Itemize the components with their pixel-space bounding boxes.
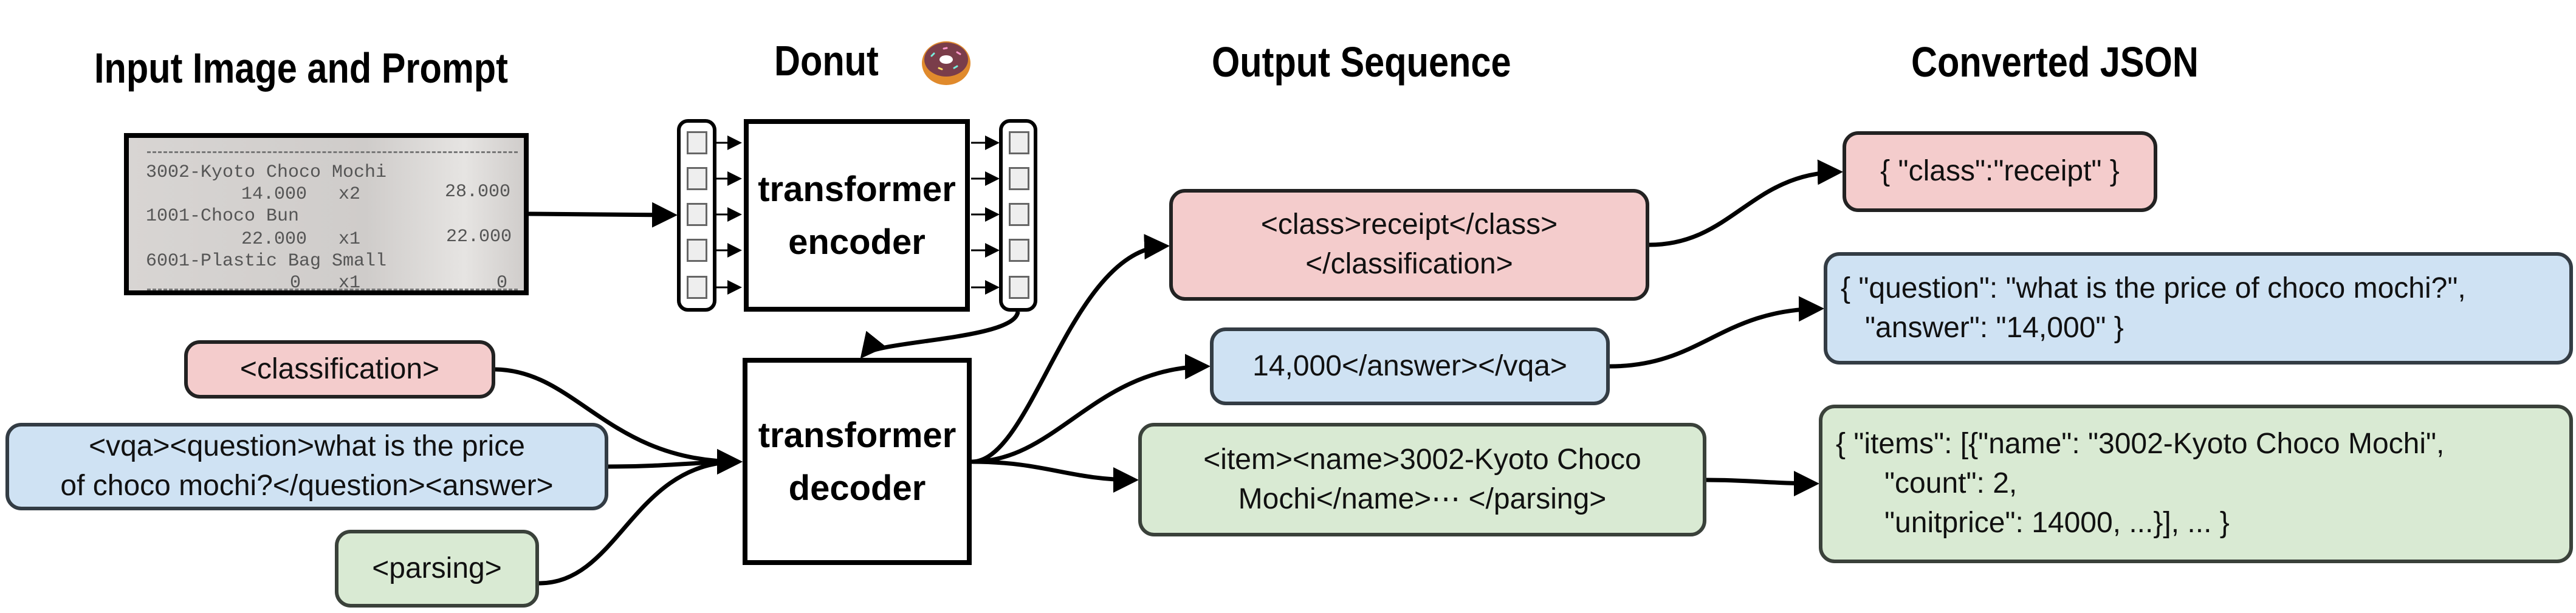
arrow-decoder-to-vqa-output: [971, 354, 1211, 464]
arrow-encoder-to-decoder: [860, 310, 1020, 359]
token-square: [1009, 203, 1029, 226]
transformer-encoder: transformer encoder: [744, 119, 970, 312]
arrow-image-to-encoder: [528, 202, 678, 228]
json-text: { "class":"receipt" }: [1880, 155, 2120, 188]
encoder-label-line: encoder: [788, 222, 926, 262]
title-donut-text: Donut: [774, 37, 879, 84]
output-classification: <class>receipt</class> </classification>: [1169, 189, 1649, 301]
token-square: [687, 239, 707, 262]
output-text: Mochi</name>⋯ </parsing>: [1238, 482, 1607, 515]
decoder-label-line: transformer: [758, 415, 957, 455]
token-square: [1009, 131, 1029, 154]
title-input: Input Image and Prompt: [94, 44, 508, 92]
output-text: 14,000</answer></vqa>: [1252, 349, 1567, 382]
json-parsing: { "items": [{"name": "3002-Kyoto Choco M…: [1819, 405, 2573, 563]
receipt-dash: [147, 151, 518, 153]
json-text: "unitprice": 14000, ...}], ... }: [1836, 506, 2230, 539]
receipt-qty: x1: [338, 229, 361, 250]
receipt-total: 22.000: [446, 227, 512, 247]
title-donut: Donut: [774, 36, 879, 85]
receipt-line: 6001-Plastic Bag Small: [146, 251, 387, 272]
prompt-text: <classification>: [239, 352, 440, 385]
transformer-decoder: transformer decoder: [743, 358, 972, 565]
output-text: <item><name>3002-Kyoto Choco: [1203, 443, 1641, 476]
token-square: [1009, 239, 1029, 262]
prompt-classification: <classification>: [184, 340, 495, 399]
token-square: [687, 276, 707, 299]
json-vqa: { "question": "what is the price of choc…: [1824, 252, 2573, 365]
arrow-classification-prompt: [495, 367, 743, 474]
receipt-price: 0: [290, 273, 301, 293]
receipt-image: 3002-Kyoto Choco Mochi 14.000 x2 28.000 …: [124, 133, 529, 295]
receipt-dash: [147, 289, 518, 290]
token-square: [1009, 167, 1029, 190]
arrow-decoder-to-parsing-output: [971, 459, 1139, 493]
output-vqa: 14,000</answer></vqa>: [1210, 327, 1610, 405]
receipt-price: 22.000: [241, 229, 307, 250]
receipt-line: 1001-Choco Bun: [146, 206, 300, 227]
receipt-price: 14.000: [241, 184, 307, 205]
prompt-parsing: <parsing>: [335, 530, 539, 608]
receipt-total: 28.000: [445, 182, 511, 202]
output-text: </classification>: [1305, 248, 1513, 280]
title-output: Output Sequence: [1212, 38, 1511, 86]
token-square: [687, 167, 707, 190]
arrow-decoder-to-class-output: [971, 234, 1170, 464]
prompt-text: <parsing>: [372, 552, 502, 584]
encoder-output-tokens: [999, 119, 1037, 312]
json-text: "count": 2,: [1836, 467, 2018, 500]
encoder-label-line: transformer: [758, 169, 956, 209]
receipt-line: 3002-Kyoto Choco Mochi: [146, 162, 387, 183]
output-text: <class>receipt</class>: [1260, 208, 1558, 241]
title-json: Converted JSON: [1911, 38, 2199, 86]
prompt-vqa: <vqa><question>what is the price of choco…: [5, 423, 608, 510]
receipt-total: 0: [496, 273, 508, 293]
arrow-vqa-to-json: [1609, 296, 1824, 369]
receipt-qty: x2: [338, 184, 361, 205]
encoder-input-tokens: [677, 119, 716, 312]
json-text: "answer": "14,000" }: [1841, 311, 2124, 344]
prompt-text: of choco mochi?</question><answer>: [60, 470, 554, 502]
arrow-class-to-json: [1649, 159, 1843, 247]
arrow-parsing-to-json: [1706, 470, 1819, 496]
decoder-label-line: decoder: [788, 468, 926, 508]
json-text: { "items": [{"name": "3002-Kyoto Choco M…: [1836, 428, 2445, 461]
prompt-text: <vqa><question>what is the price: [89, 430, 525, 463]
token-square: [1009, 276, 1029, 299]
arrow-parsing-prompt: [538, 449, 743, 586]
token-square: [687, 131, 707, 154]
donut-emoji-icon: [922, 41, 970, 85]
json-classification: { "class":"receipt" }: [1843, 131, 2157, 212]
token-square: [687, 203, 707, 226]
json-text: { "question": "what is the price of choc…: [1841, 272, 2466, 304]
